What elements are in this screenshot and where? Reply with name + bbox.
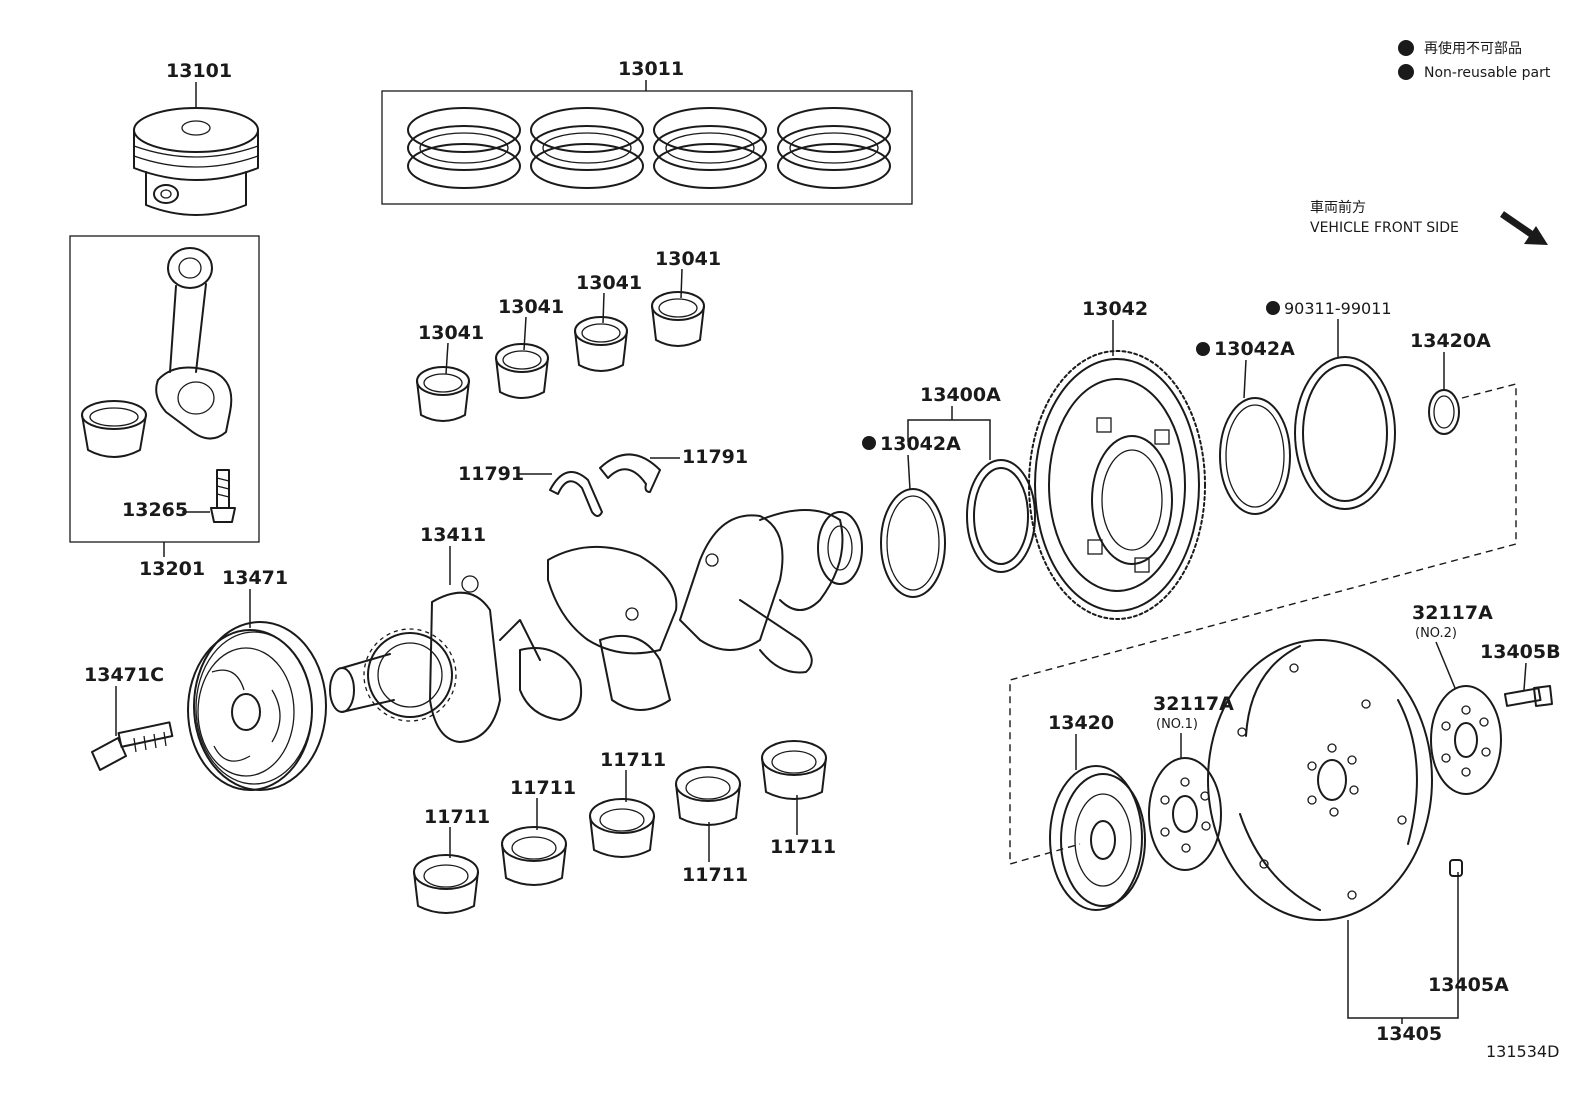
non-reusable-icon xyxy=(1196,342,1210,356)
part-label-13041[interactable]: 13041 xyxy=(498,296,564,318)
part-label-90311-99011[interactable]: 90311-99011 xyxy=(1284,299,1392,318)
part-label-32117A-no1-sub[interactable]: (NO.1) xyxy=(1156,717,1198,732)
non-reusable-icon xyxy=(1398,40,1414,56)
non-reusable-icon xyxy=(1266,301,1280,315)
spacer-plate-no1 xyxy=(1148,757,1222,871)
part-label-13405A[interactable]: 13405A xyxy=(1428,974,1509,996)
part-label-13405[interactable]: 13405 xyxy=(1376,1023,1442,1045)
part-label-13101[interactable]: 13101 xyxy=(166,60,232,82)
non-reusable-icon xyxy=(862,436,876,450)
legend: 再使用不可部品 Non-reusable part xyxy=(1398,40,1551,81)
part-label-13041[interactable]: 13041 xyxy=(418,322,484,344)
seal-ring-13400A xyxy=(966,459,1036,573)
part-label-13042A-left[interactable]: 13042A xyxy=(880,433,961,455)
arrow-down-right-icon xyxy=(1500,211,1548,245)
part-label-11711[interactable]: 11711 xyxy=(770,836,836,858)
part-label-13400A[interactable]: 13400A xyxy=(920,384,1001,406)
part-label-13420A[interactable]: 13420A xyxy=(1410,330,1491,352)
part-label-32117A-no1[interactable]: 32117A xyxy=(1153,693,1234,715)
vehicle-front-indicator: 車両前方 VEHICLE FRONT SIDE xyxy=(1310,199,1548,245)
crankshaft xyxy=(329,509,863,743)
part-label-13041[interactable]: 13041 xyxy=(655,248,721,270)
part-label-13042A-right[interactable]: 13042A xyxy=(1214,338,1295,360)
part-label-13471[interactable]: 13471 xyxy=(222,567,288,589)
non-reusable-icon xyxy=(1398,64,1414,80)
seal-ring-left xyxy=(880,488,946,598)
main-bearings-upper xyxy=(416,291,705,422)
spacer-plate-no2 xyxy=(1430,685,1502,795)
part-label-11711[interactable]: 11711 xyxy=(682,864,748,886)
part-label-13041[interactable]: 13041 xyxy=(576,272,642,294)
part-label-13420[interactable]: 13420 xyxy=(1048,712,1114,734)
part-label-13405B[interactable]: 13405B xyxy=(1480,641,1561,663)
vehicle-front-jp: 車両前方 xyxy=(1310,199,1366,216)
rod-bearing xyxy=(81,400,147,458)
connecting-rod xyxy=(155,247,233,440)
o-ring xyxy=(1428,389,1460,435)
crank-pulley xyxy=(187,621,327,791)
drive-plate xyxy=(1207,639,1433,921)
part-label-13201[interactable]: 13201 xyxy=(139,558,205,580)
part-label-11711[interactable]: 11711 xyxy=(510,777,576,799)
part-label-11791-left[interactable]: 11791 xyxy=(458,463,524,485)
part-label-32117A-no2-sub[interactable]: (NO.2) xyxy=(1415,626,1457,641)
piston xyxy=(133,107,259,216)
part-label-13471C[interactable]: 13471C xyxy=(84,664,164,686)
part-label-32117A-no2[interactable]: 32117A xyxy=(1412,602,1493,624)
part-label-11711[interactable]: 11711 xyxy=(600,749,666,771)
diagram-code: 131534D xyxy=(1486,1042,1559,1061)
ring-set-frame xyxy=(381,90,913,205)
thrust-washers xyxy=(549,453,661,517)
drive-gear xyxy=(1028,350,1206,620)
drive-plate-bolt xyxy=(1503,685,1553,707)
flywheel-group-boundary xyxy=(1009,383,1517,865)
part-label-13265[interactable]: 13265 xyxy=(122,499,188,521)
crank-sprocket-teeth xyxy=(363,628,457,722)
part-label-13042[interactable]: 13042 xyxy=(1082,298,1148,320)
legend-jp: 再使用不可部品 xyxy=(1424,40,1522,57)
part-label-11711[interactable]: 11711 xyxy=(424,806,490,828)
piston-rings xyxy=(407,107,891,189)
part-label-13011[interactable]: 13011 xyxy=(618,58,684,80)
part-label-13411[interactable]: 13411 xyxy=(420,524,486,546)
dowel-pin xyxy=(1449,859,1463,877)
main-bearings-lower xyxy=(413,740,827,914)
legend-en: Non-reusable part xyxy=(1424,65,1551,81)
flywheel xyxy=(1049,765,1146,911)
pulley-bolt xyxy=(91,721,174,771)
vehicle-front-en: VEHICLE FRONT SIDE xyxy=(1310,220,1459,236)
seal-ring-13042A-right xyxy=(1219,397,1291,515)
oil-seal xyxy=(1294,356,1396,510)
rod-bolt xyxy=(210,469,236,523)
part-label-11791-right[interactable]: 11791 xyxy=(682,446,748,468)
